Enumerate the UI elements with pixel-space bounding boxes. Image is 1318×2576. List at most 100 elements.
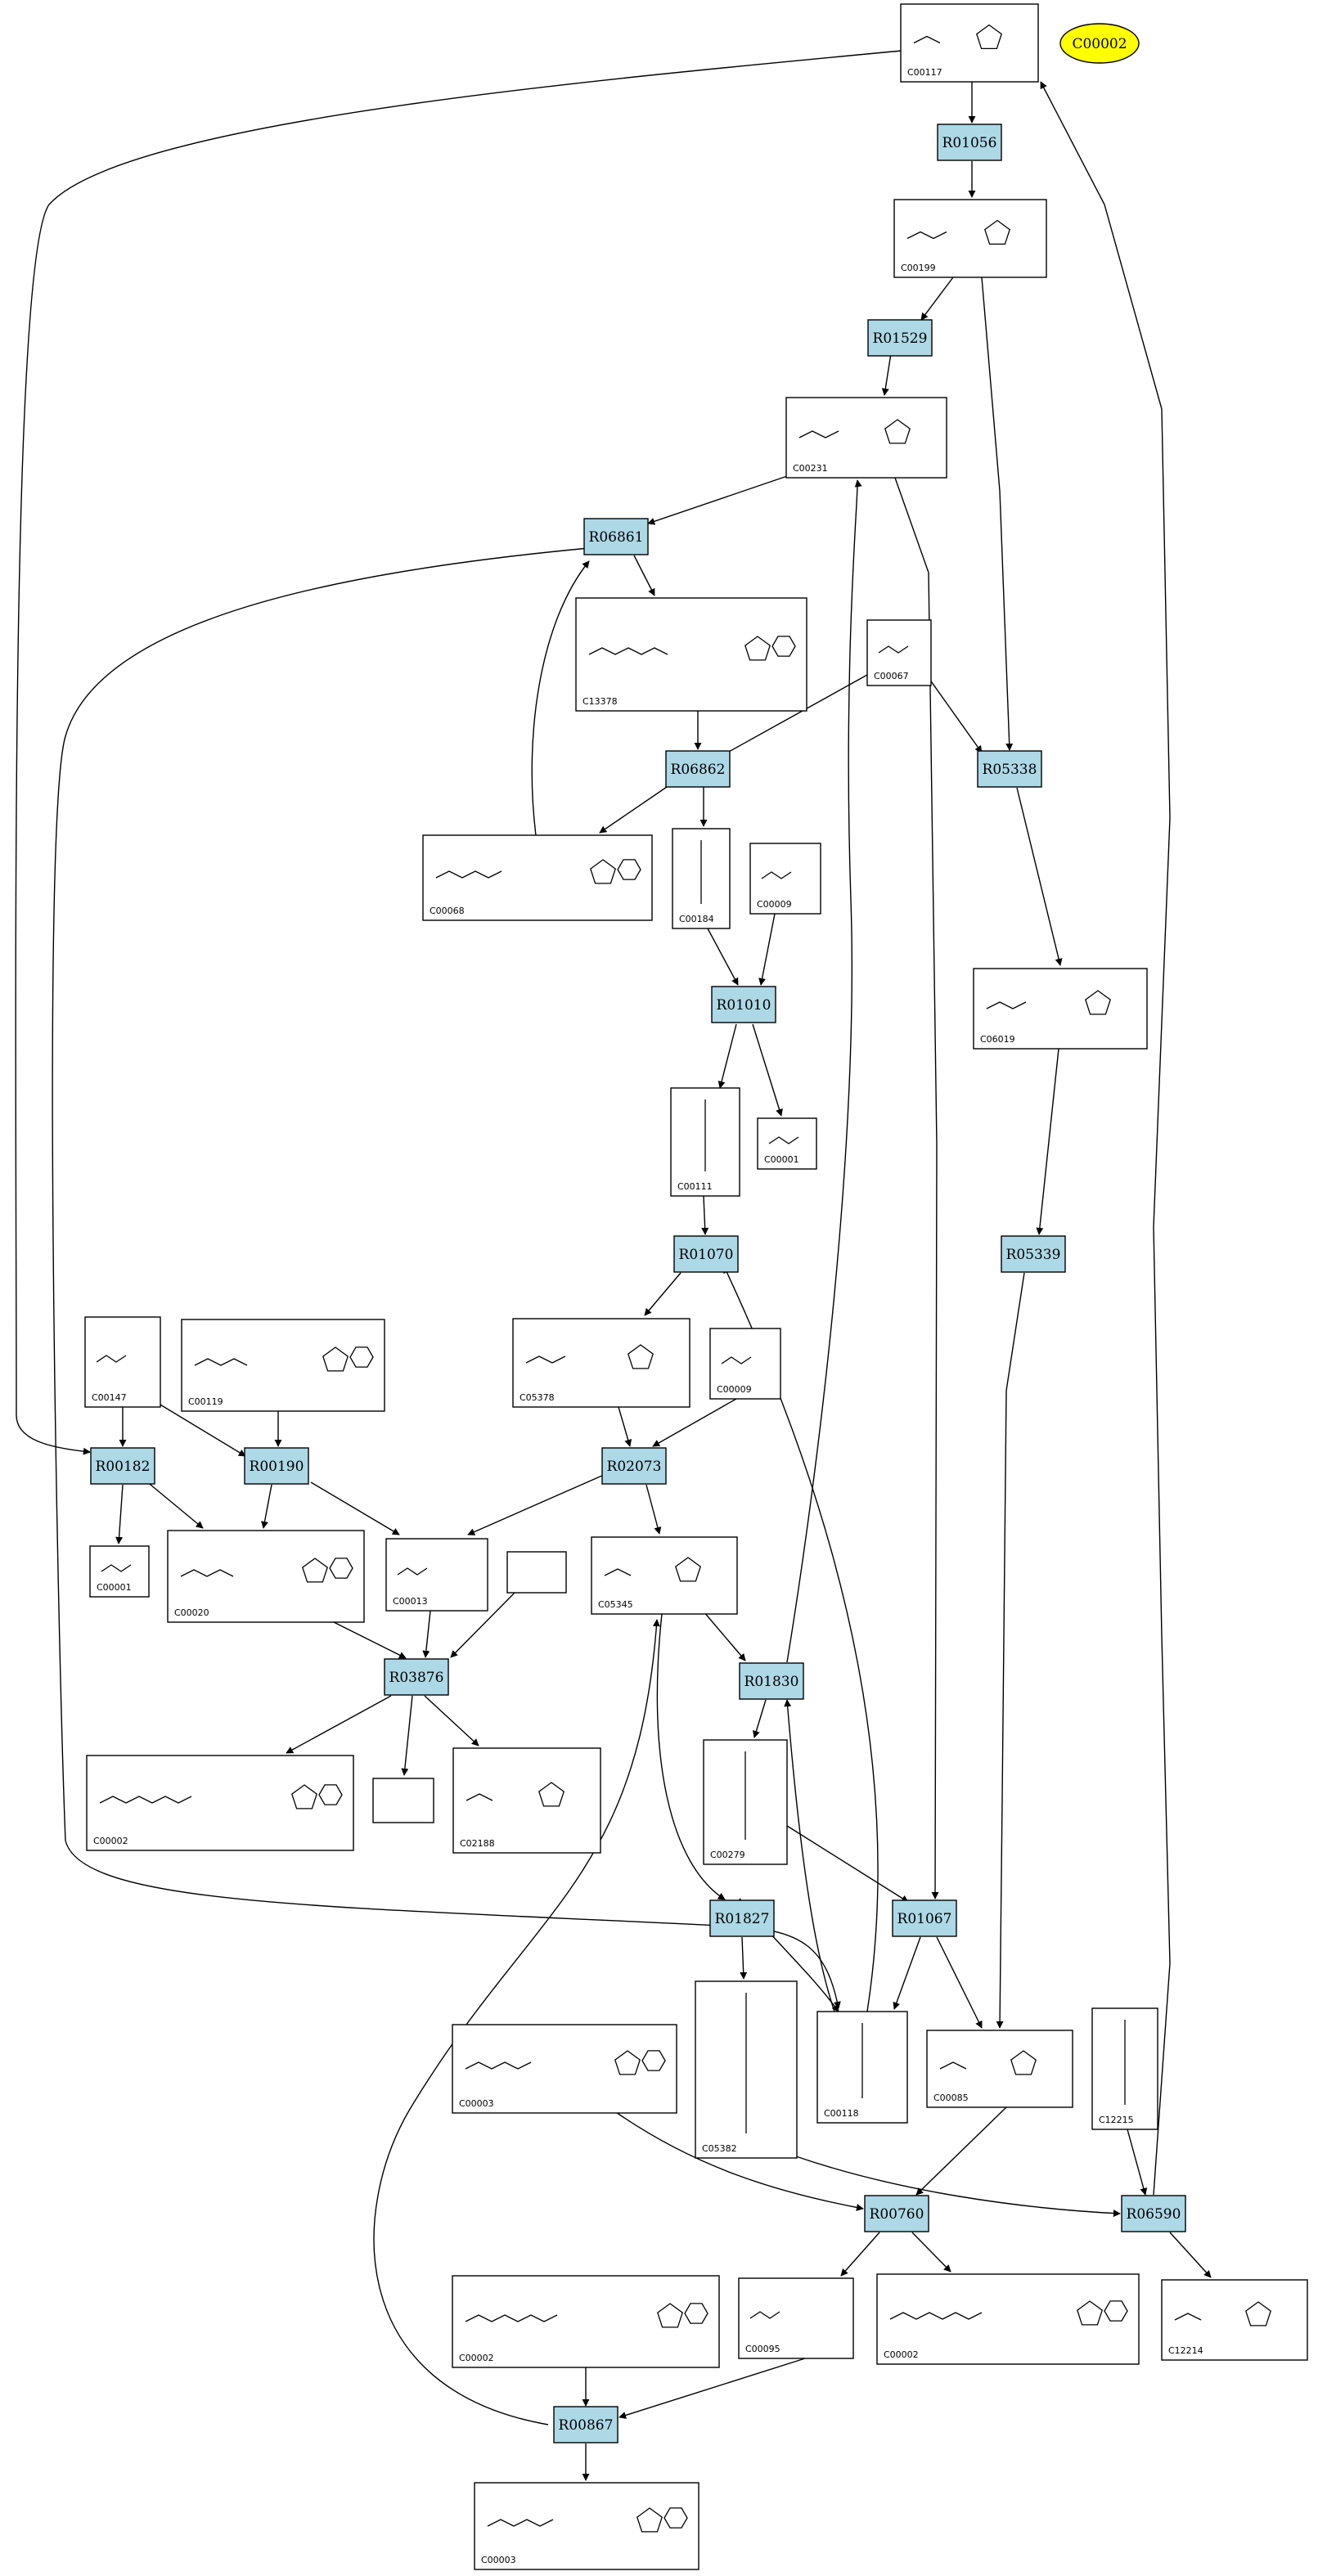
reaction-box: [892, 1899, 957, 1937]
bond-chain-glyph: [749, 2311, 780, 2319]
edge-arrow-17: [531, 560, 590, 836]
hexring-glyph: [349, 1346, 374, 1368]
edge-arrow-26: [996, 1272, 1025, 2029]
compound-node-C00279[interactable]: C00279: [703, 1739, 788, 1865]
reaction-node-R02073[interactable]: R02073: [601, 1447, 667, 1485]
reaction-label: R03876: [389, 1670, 444, 1686]
compound-label: C00199: [901, 263, 936, 273]
reaction-node-R06861[interactable]: R06861: [583, 518, 649, 555]
compound-node-C00013[interactable]: C00013: [385, 1538, 488, 1612]
compound-node-C12215[interactable]: C12215: [1091, 2007, 1158, 2130]
compound-node-C00085[interactable]: C00085: [926, 2030, 1073, 2108]
compound-node-unlabeled[interactable]: [506, 1551, 567, 1594]
compound-node-C00002[interactable]: C00002: [452, 2275, 720, 2368]
compound-node-C00001[interactable]: C00001: [89, 1545, 150, 1598]
bond-chain-glyph: [939, 2061, 967, 2070]
compound-label: C12214: [1168, 2345, 1203, 2356]
compound-node-C00119[interactable]: C00119: [181, 1319, 385, 1412]
compound-box: [452, 2024, 677, 2114]
compound-node-C00003[interactable]: C00003: [474, 2482, 699, 2570]
compound-box: [575, 597, 807, 712]
ring-glyph: [744, 636, 771, 661]
reaction-node-R01067[interactable]: R01067: [892, 1899, 957, 1937]
edge-arrow-57: [613, 2110, 864, 2211]
reaction-node-R03876[interactable]: R03876: [384, 1658, 449, 1696]
ring-glyph: [675, 1557, 701, 1582]
edge-arrow-33: [145, 1480, 204, 1529]
compound-label: C00002: [459, 2353, 494, 2363]
edge-arrow-25: [644, 1272, 681, 1316]
compound-node-C05382[interactable]: C05382: [695, 1980, 798, 2159]
compound-label: C00147: [92, 1392, 127, 1403]
compound-node-C00117[interactable]: C00117: [900, 3, 1039, 83]
compound-node-C05345[interactable]: C05345: [591, 1536, 738, 1615]
reaction-node-R05338[interactable]: R05338: [977, 750, 1042, 788]
ring-glyph: [984, 219, 1010, 245]
reaction-node-R00182[interactable]: R00182: [90, 1447, 155, 1485]
compound-label: C00231: [793, 463, 828, 474]
compound-box: [181, 1319, 385, 1412]
edge-arrow-5: [920, 276, 954, 321]
hexring-glyph: [663, 2507, 688, 2529]
hexring-glyph: [617, 859, 641, 880]
edge-arrow-43: [424, 1695, 479, 1747]
reaction-node-R06862[interactable]: R06862: [665, 750, 731, 788]
reaction-node-R06590[interactable]: R06590: [1121, 2195, 1186, 2232]
reaction-label: R00182: [96, 1459, 151, 1475]
compound-node-C00111[interactable]: C00111: [670, 1087, 740, 1197]
hexring-glyph: [318, 1784, 343, 1805]
edge-arrow-2: [15, 50, 902, 1455]
reaction-node-R00190[interactable]: R00190: [244, 1447, 309, 1485]
reaction-node-R01056[interactable]: R01056: [937, 124, 1002, 161]
reaction-node-R00867[interactable]: R00867: [553, 2406, 619, 2443]
compound-label: C00003: [481, 2555, 516, 2565]
reaction-node-R01529[interactable]: R01529: [867, 319, 933, 357]
reaction-node-R00760[interactable]: R00760: [864, 2195, 929, 2232]
ring-glyph: [1085, 990, 1111, 1015]
reaction-node-R01830[interactable]: R01830: [739, 1662, 804, 1700]
compound-node-unlabeled[interactable]: [372, 1778, 434, 1823]
compound-node-C05378[interactable]: C05378: [512, 1318, 690, 1408]
edge-arrow-8: [647, 474, 793, 525]
bond-chain-glyph: [487, 2519, 554, 2527]
edge-arrow-58: [793, 2155, 1121, 2218]
bond-chain-glyph: [906, 231, 947, 240]
compound-label: C00117: [907, 67, 942, 78]
compound-node-C00147[interactable]: C00147: [84, 1316, 161, 1408]
edge-arrow-6: [981, 276, 1014, 751]
edge-arrow-34: [261, 1484, 272, 1529]
ring-glyph: [590, 859, 616, 884]
reaction-box: [864, 2195, 929, 2232]
compound-node-C00095[interactable]: C00095: [738, 2277, 854, 2359]
compound-node-C13378[interactable]: C13378: [575, 597, 807, 712]
reaction-node-R01070[interactable]: R01070: [673, 1235, 739, 1273]
compound-node-C00067[interactable]: C00067: [866, 619, 932, 686]
compound-box: [385, 1538, 488, 1612]
compound-node-C02188[interactable]: C02188: [452, 1747, 601, 1854]
reaction-label: R01056: [942, 135, 997, 151]
compound-label: C00118: [824, 2108, 859, 2119]
hexring-glyph: [329, 1558, 353, 1579]
compound-node-C00184[interactable]: C00184: [672, 828, 731, 929]
compound-node-C00009[interactable]: C00009: [749, 843, 821, 915]
reaction-node-R01827[interactable]: R01827: [709, 1899, 775, 1937]
compound-node-C12214[interactable]: C12214: [1161, 2279, 1308, 2361]
bond-chain-glyph: [798, 430, 839, 438]
reaction-node-R01010[interactable]: R01010: [711, 986, 776, 1023]
compound-node-C00199[interactable]: C00199: [893, 199, 1047, 278]
compound-node-C00002[interactable]: C00002: [876, 2273, 1140, 2365]
compound-node-C00003[interactable]: C00003: [452, 2024, 677, 2114]
reaction-box: [665, 750, 731, 788]
compound-node-C00118[interactable]: C00118: [816, 2011, 908, 2124]
compound-node-C00231[interactable]: C00231: [785, 397, 947, 479]
compound-node-C00009[interactable]: C00009: [709, 1328, 781, 1400]
compound-box: [866, 619, 932, 686]
compound-node-C00001[interactable]: C00001: [757, 1117, 817, 1170]
compound-node-C00020[interactable]: C00020: [167, 1530, 365, 1623]
compound-node-C00068[interactable]: C00068: [422, 834, 653, 921]
compound-node-C06019[interactable]: C06019: [973, 968, 1148, 1050]
map-id-node[interactable]: C00002: [1059, 23, 1140, 64]
reaction-node-R05339[interactable]: R05339: [1001, 1235, 1066, 1273]
compound-node-C00002[interactable]: C00002: [86, 1755, 354, 1851]
